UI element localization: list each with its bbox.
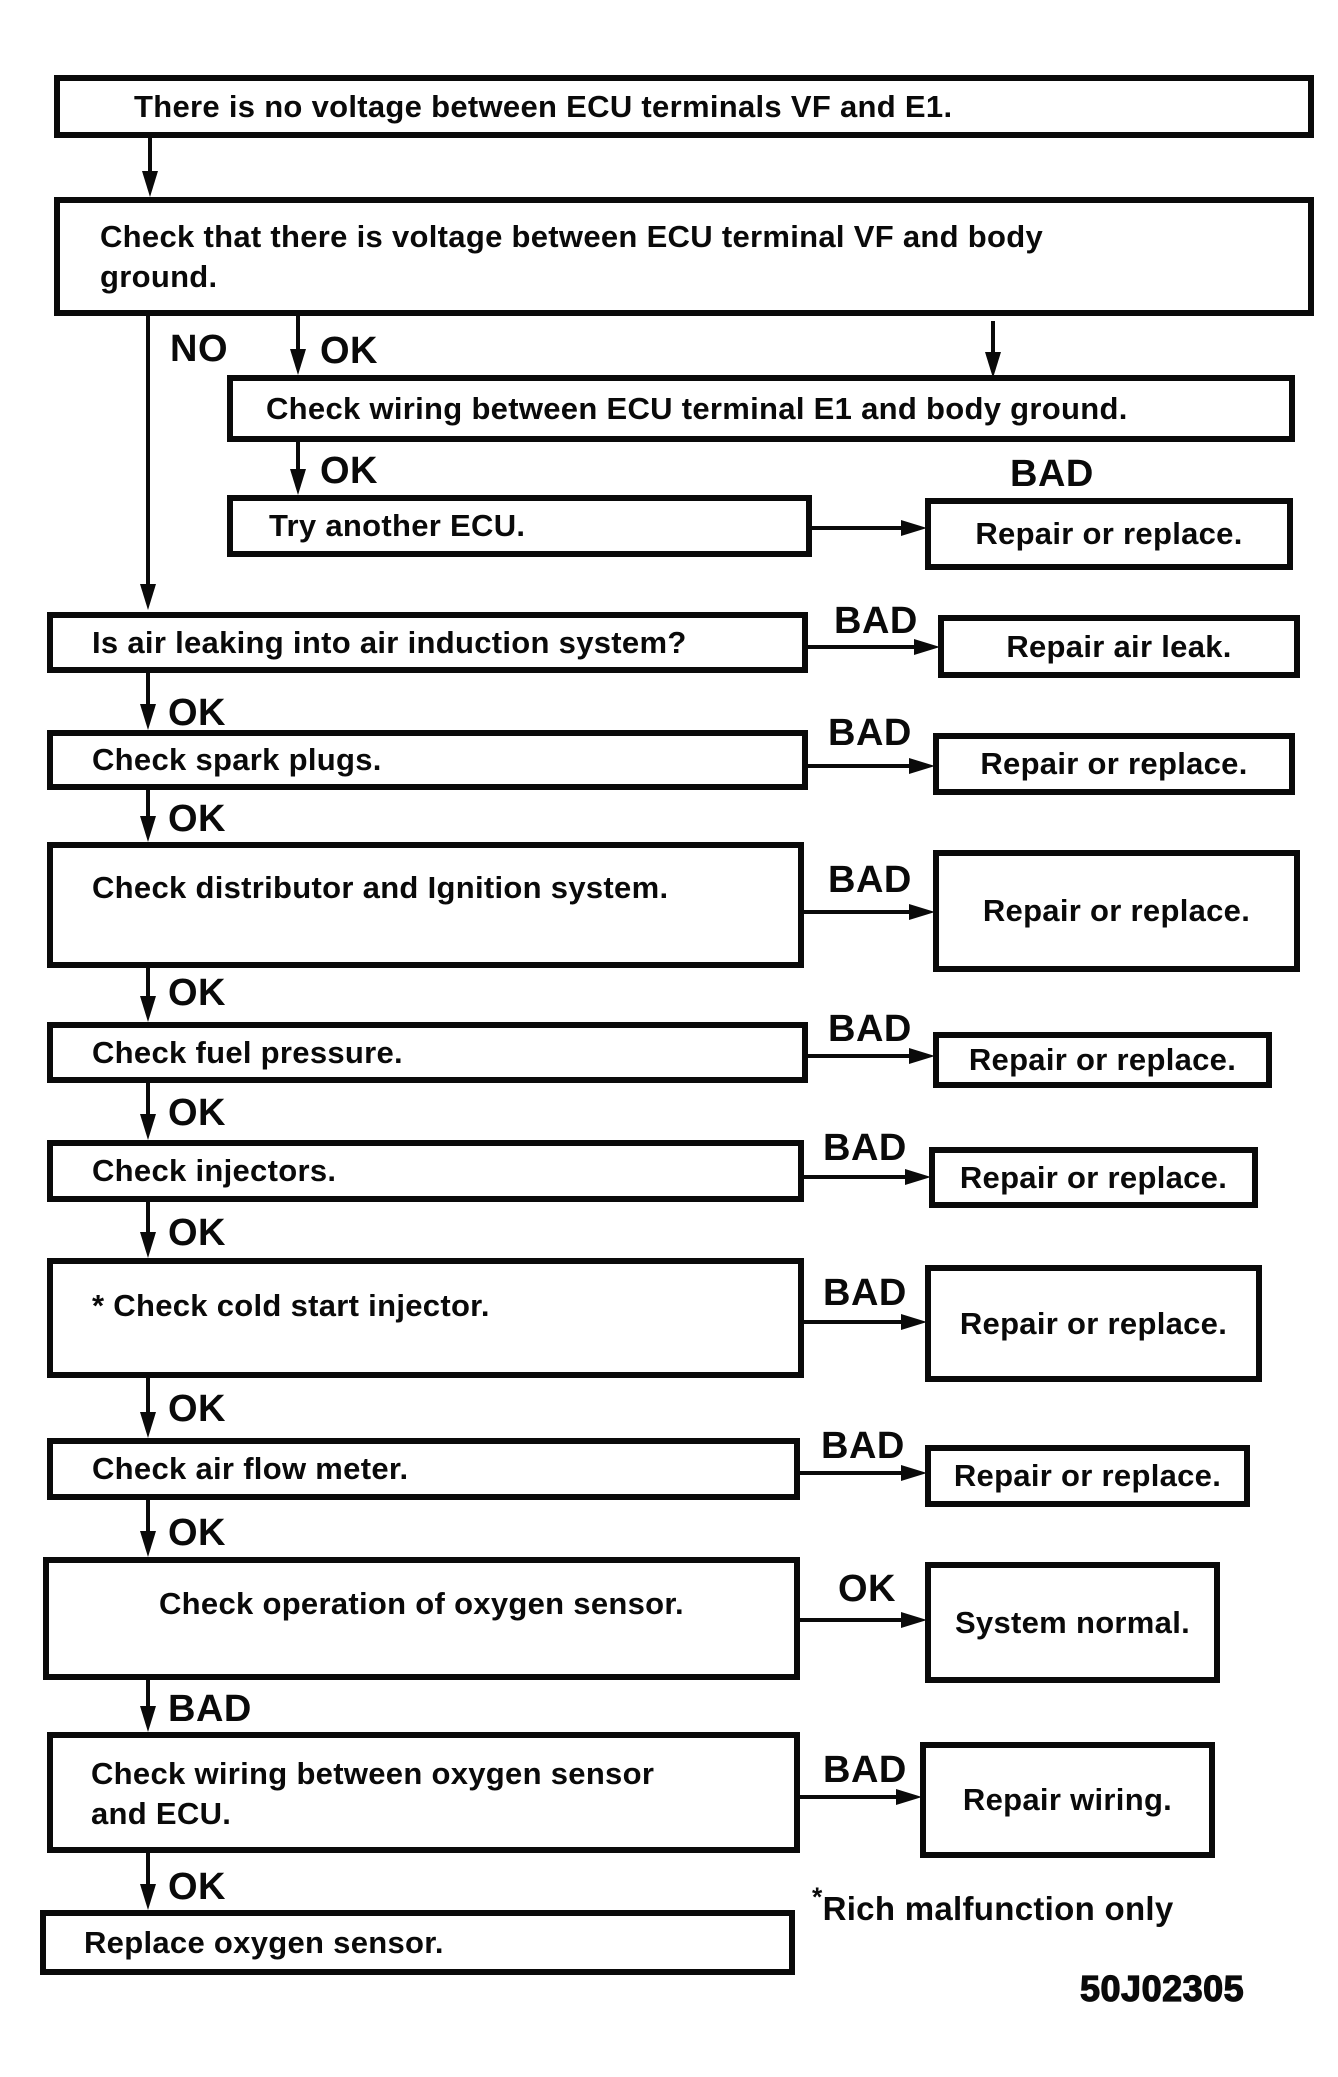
node-repair-or-replace-2: Repair or replace. [933,733,1295,795]
figure-code: 50J02305 [1079,1967,1245,2009]
edge-label-bad-7: BAD [823,1272,907,1314]
node-repair-or-replace-7: Repair or replace. [925,1445,1250,1507]
edge-label-ok-6: OK [168,1092,226,1134]
node-repair-wiring: Repair wiring. [920,1742,1215,1858]
node-try-another-ecu: Try another ECU. [227,495,812,557]
node-check-injectors: Check injectors. [47,1140,804,1202]
node-check-spark-plugs: Check spark plugs. [47,730,808,790]
node-check-vf-body-ground: Check that there is voltage between ECU … [54,197,1314,316]
edge-label-ok-10: OK [838,1568,896,1610]
node-check-distributor-ignition: Check distributor and Ignition system. [47,842,804,968]
node-check-wiring-oxygen-sensor-ecu-text: Check wiring between oxygen sensor and E… [91,1756,655,1831]
edge-label-ok-1: OK [320,330,378,372]
edge-label-bad-1: BAD [1010,453,1094,495]
node-repair-or-replace-1: Repair or replace. [925,498,1293,570]
edge-label-no: NO [170,328,228,370]
footnote-text: Rich malfunction only [822,1890,1174,1927]
node-repair-air-leak: Repair air leak. [938,615,1300,678]
node-check-wiring-oxygen-sensor-ecu: Check wiring between oxygen sensor and E… [47,1732,800,1853]
edge-label-bad-4: BAD [828,859,912,901]
edge-label-ok-9: OK [168,1512,226,1554]
edge-label-bad-10: BAD [823,1749,907,1791]
edge-label-ok-4: OK [168,798,226,840]
edge-label-ok-8: OK [168,1388,226,1430]
node-repair-or-replace-6: Repair or replace. [925,1265,1262,1382]
edge-label-bad-3: BAD [828,712,912,754]
edge-label-bad-5: BAD [828,1008,912,1050]
node-check-cold-start-injector: * Check cold start injector. [47,1258,804,1378]
node-no-voltage: There is no voltage between ECU terminal… [54,75,1314,138]
edge-label-ok-5: OK [168,972,226,1014]
node-check-vf-body-ground-text: Check that there is voltage between ECU … [100,218,1044,294]
edge-label-bad-9: BAD [168,1688,252,1730]
edge-label-ok-11: OK [168,1866,226,1908]
edge-label-ok-2: OK [320,450,378,492]
edge-label-bad-8: BAD [821,1425,905,1467]
node-repair-or-replace-4: Repair or replace. [933,1032,1272,1088]
node-replace-oxygen-sensor: Replace oxygen sensor. [40,1910,795,1975]
node-system-normal: System normal. [925,1562,1220,1683]
footnote-asterisk: * [812,1882,823,1912]
node-repair-or-replace-3: Repair or replace. [933,850,1300,972]
node-check-air-flow-meter: Check air flow meter. [47,1438,800,1500]
footnote-rich-malfunction: *Rich malfunction only [812,1882,1174,1928]
node-check-oxygen-sensor-operation: Check operation of oxygen sensor. [43,1557,800,1680]
node-check-fuel-pressure: Check fuel pressure. [47,1022,808,1083]
node-repair-or-replace-5: Repair or replace. [929,1147,1258,1208]
edge-label-bad-2: BAD [834,600,918,642]
edge-label-bad-6: BAD [823,1127,907,1169]
edge-label-ok-7: OK [168,1212,226,1254]
edge-label-ok-3: OK [168,692,226,734]
node-air-leak-question: Is air leaking into air induction system… [47,612,808,673]
node-check-wiring-e1: Check wiring between ECU terminal E1 and… [227,375,1295,442]
